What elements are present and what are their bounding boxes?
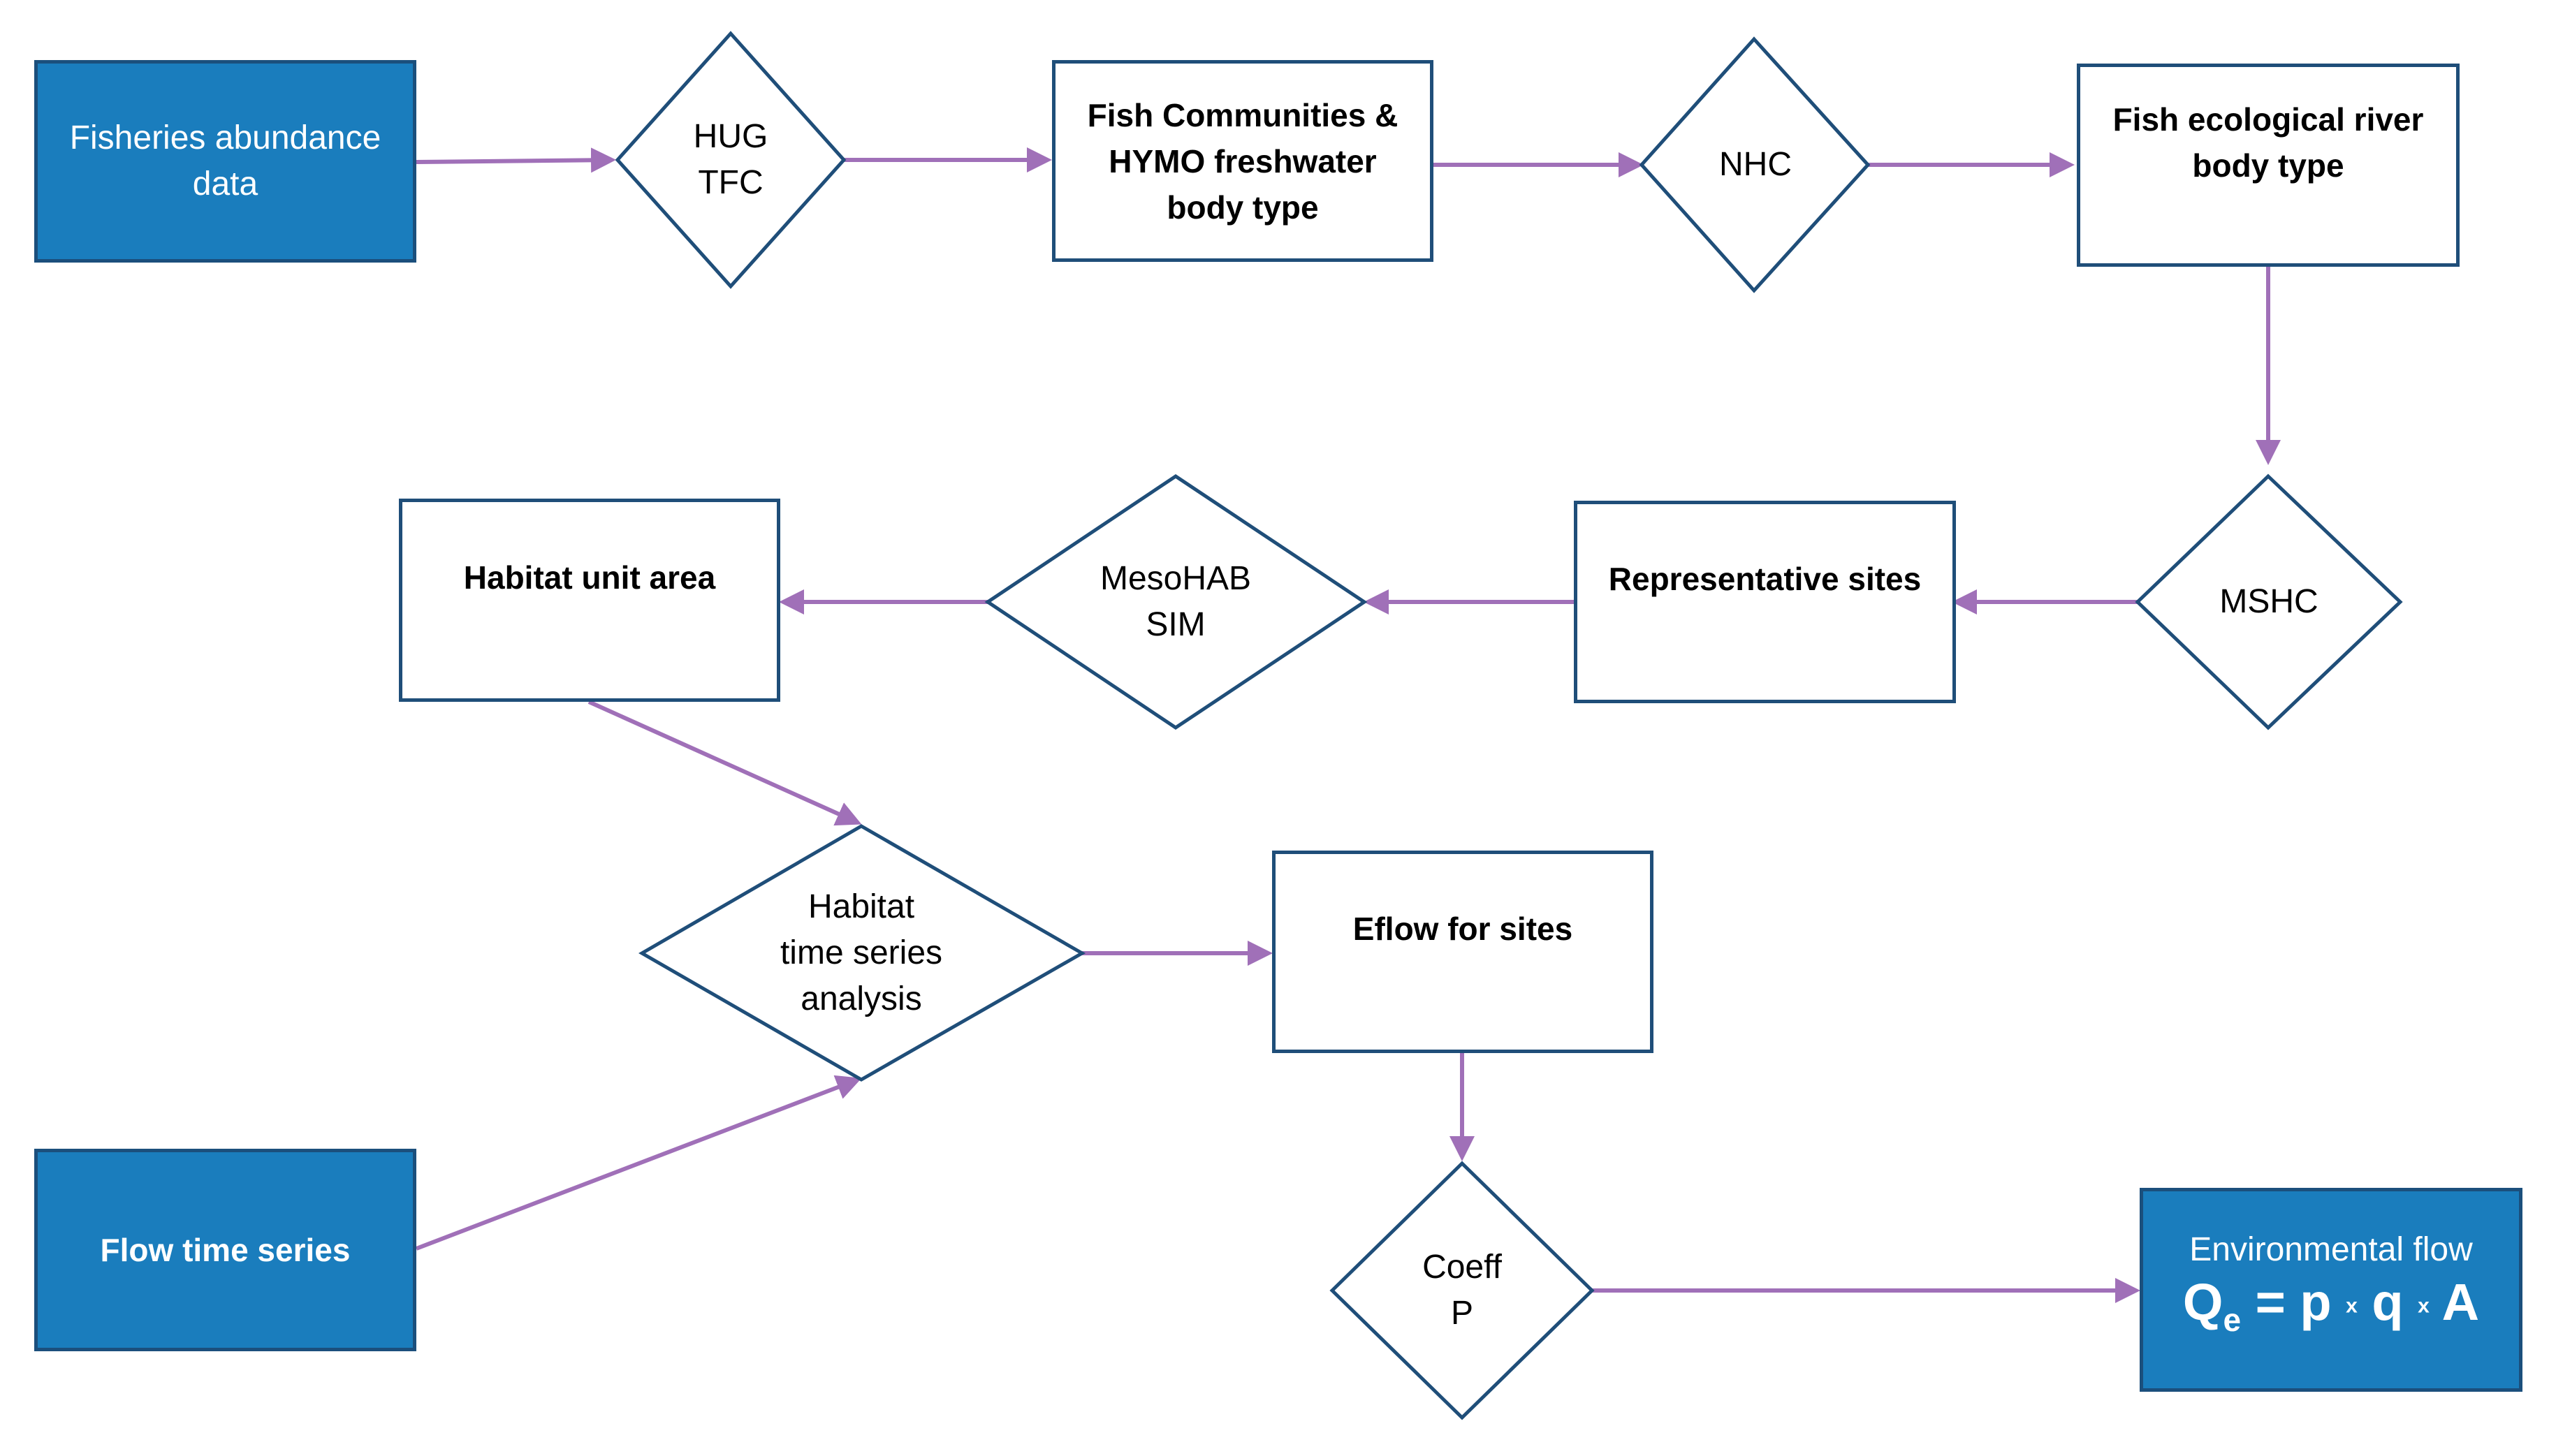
formula-area: A	[2441, 1272, 2480, 1331]
coeff-p-text: Coeff P	[1422, 1249, 1502, 1332]
node-fish-ecological: Fish ecological river body type	[2077, 64, 2460, 267]
node-flow-time-series: Flow time series	[34, 1149, 416, 1351]
formula-q-lower: q	[2372, 1272, 2404, 1331]
node-fish-communities: Fish Communities & HYMO freshwater body …	[1052, 60, 1433, 262]
node-flow-time-series-label: Flow time series	[100, 1232, 351, 1268]
node-habitat-unit-area-label: Habitat unit area	[463, 559, 716, 596]
diamond-mesohab-label: MesoHAB SIM	[1076, 532, 1275, 672]
node-representative-sites: Representative sites	[1574, 501, 1956, 703]
environmental-flow-title: Environmental flow	[2189, 1230, 2473, 1268]
habitat-time-series-text: Habitat time series analysis	[780, 888, 943, 1017]
diamond-nhc	[1639, 36, 1871, 293]
environmental-flow-formula: Qe = p x q x A	[2183, 1271, 2479, 1351]
hug-tfc-text: HUG TFC	[693, 118, 768, 201]
node-fish-ecological-label: Fish ecological river body type	[2112, 101, 2424, 184]
formula-q-symbol: Q	[2182, 1272, 2223, 1331]
formula-times-1: x	[2346, 1294, 2358, 1318]
arrow-fisheries-to-hug	[416, 147, 616, 173]
node-representative-sites-label: Representative sites	[1608, 561, 1922, 597]
diamond-mesohab-sim	[984, 473, 1368, 730]
mshc-text: MSHC	[2219, 583, 2318, 620]
node-habitat-unit-area: Habitat unit area	[399, 499, 780, 702]
node-fisheries-label: Fisheries abundance data	[69, 119, 381, 203]
node-eflow-for-sites-label: Eflow for sites	[1352, 911, 1573, 947]
formula-equals-p: = p	[2241, 1272, 2332, 1331]
diamond-coeff-p-label: Coeff P	[1363, 1221, 1561, 1360]
mesohab-text: MesoHAB SIM	[1100, 560, 1252, 643]
node-fish-communities-label: Fish Communities & HYMO freshwater body …	[1087, 96, 1398, 226]
diamond-mshc	[2135, 473, 2403, 730]
diamond-nhc-label: NHC	[1656, 130, 1855, 200]
diamond-hug-tfc	[615, 31, 847, 289]
formula-times-2: x	[2418, 1294, 2430, 1318]
arrow-habitat-unit-to-time-series	[587, 700, 862, 826]
arrow-flow-series-to-time-series	[415, 1075, 862, 1251]
diamond-mshc-label: MSHC	[2170, 567, 2368, 637]
diamond-coeff-p	[1329, 1161, 1595, 1420]
node-eflow-for-sites: Eflow for sites	[1272, 851, 1653, 1053]
node-environmental-flow: Environmental flow Qe = p x q x A	[2140, 1188, 2522, 1392]
formula-subscript: e	[2223, 1301, 2242, 1338]
diamond-hug-tfc-label: HUG TFC	[631, 90, 830, 230]
diamond-habitat-time-series-label: Habitat time series analysis	[722, 883, 1001, 1023]
node-fisheries-abundance: Fisheries abundance data	[34, 60, 416, 263]
nhc-text: NHC	[1719, 146, 1792, 183]
diamond-habitat-time-series	[638, 824, 1086, 1082]
